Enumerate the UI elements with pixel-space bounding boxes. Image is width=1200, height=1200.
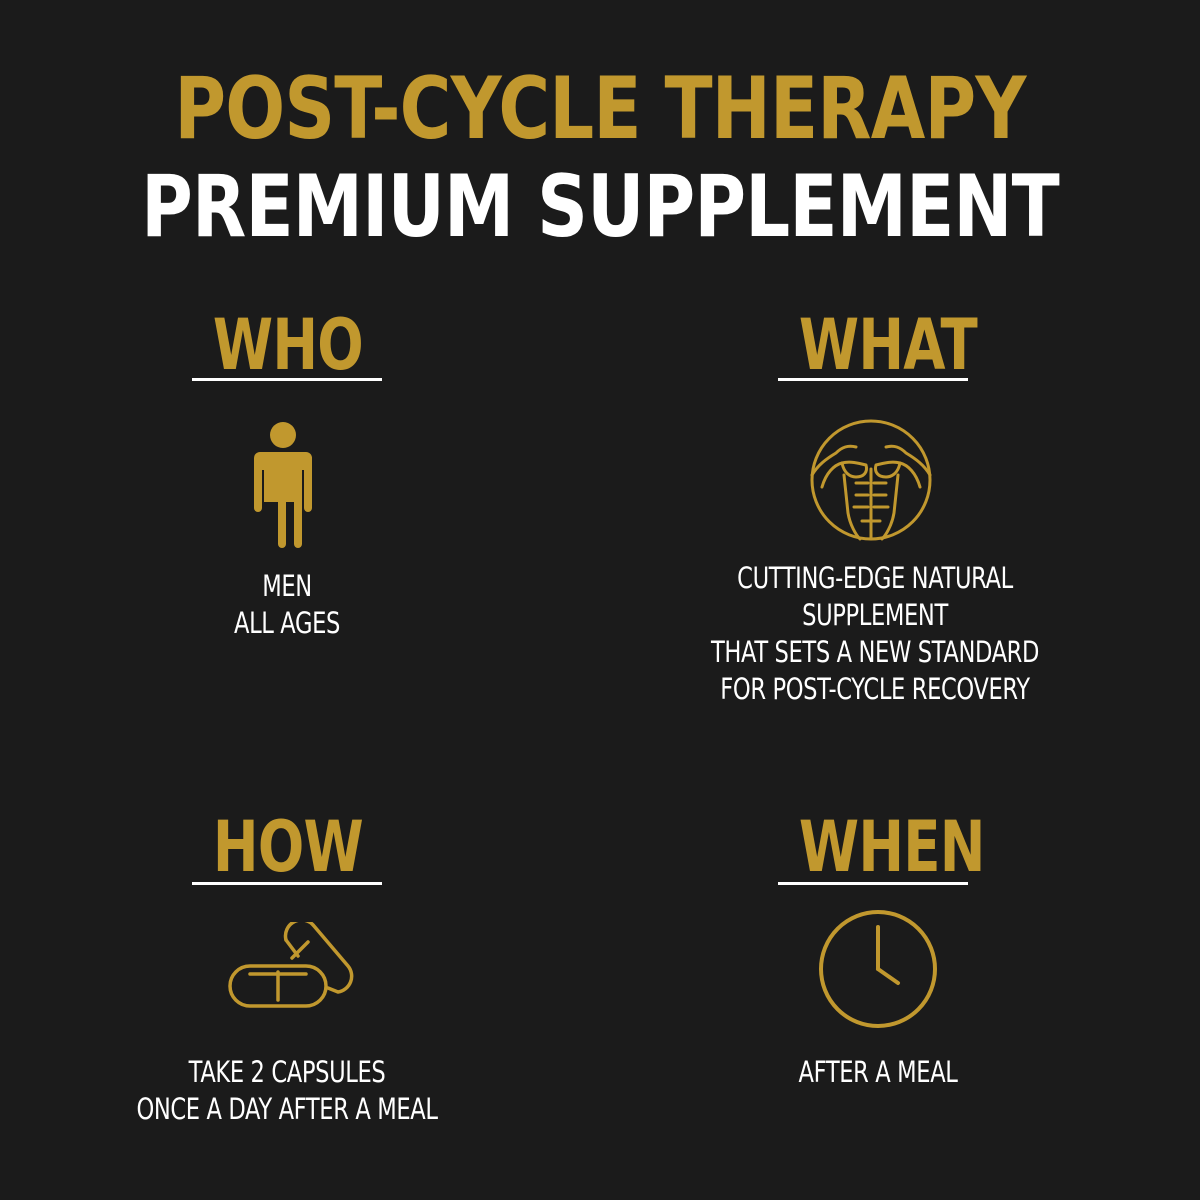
when-heading: WHEN bbox=[798, 806, 986, 888]
when-line-1: AFTER A MEAL bbox=[798, 1055, 958, 1089]
what-line-3: FOR POST-CYCLE RECOVERY bbox=[720, 672, 1030, 706]
what-line-1: CUTTING-EDGE NATURAL SUPPLEMENT bbox=[737, 561, 1013, 632]
who-line-2: ALL AGES bbox=[233, 606, 341, 640]
how-line-2: ONCE A DAY AFTER A MEAL bbox=[136, 1092, 438, 1126]
capsules-icon bbox=[226, 918, 358, 1019]
who-heading: WHO bbox=[212, 304, 364, 386]
when-caption: AFTER A MEAL bbox=[761, 1054, 995, 1091]
who-line-1: MEN bbox=[262, 569, 312, 603]
title-line-1: POST-CYCLE THERAPY bbox=[174, 59, 1026, 159]
who-divider bbox=[192, 378, 382, 381]
what-heading: WHAT bbox=[798, 304, 978, 386]
who-caption: MEN ALL AGES bbox=[170, 568, 404, 642]
what-line-2: THAT SETS A NEW STANDARD bbox=[710, 635, 1040, 669]
what-caption: CUTTING-EDGE NATURAL SUPPLEMENT THAT SET… bbox=[680, 560, 1070, 708]
clock-icon bbox=[816, 907, 940, 1036]
how-caption: TAKE 2 CAPSULES ONCE A DAY AFTER A MEAL bbox=[135, 1054, 439, 1128]
torso-muscle-icon bbox=[808, 417, 934, 548]
when-divider bbox=[778, 882, 968, 885]
person-icon bbox=[252, 420, 314, 553]
how-heading: HOW bbox=[212, 806, 364, 888]
what-divider bbox=[778, 378, 968, 381]
how-line-1: TAKE 2 CAPSULES bbox=[188, 1055, 386, 1089]
how-divider bbox=[192, 882, 382, 885]
title-line-2: PREMIUM SUPPLEMENT bbox=[141, 157, 1060, 257]
